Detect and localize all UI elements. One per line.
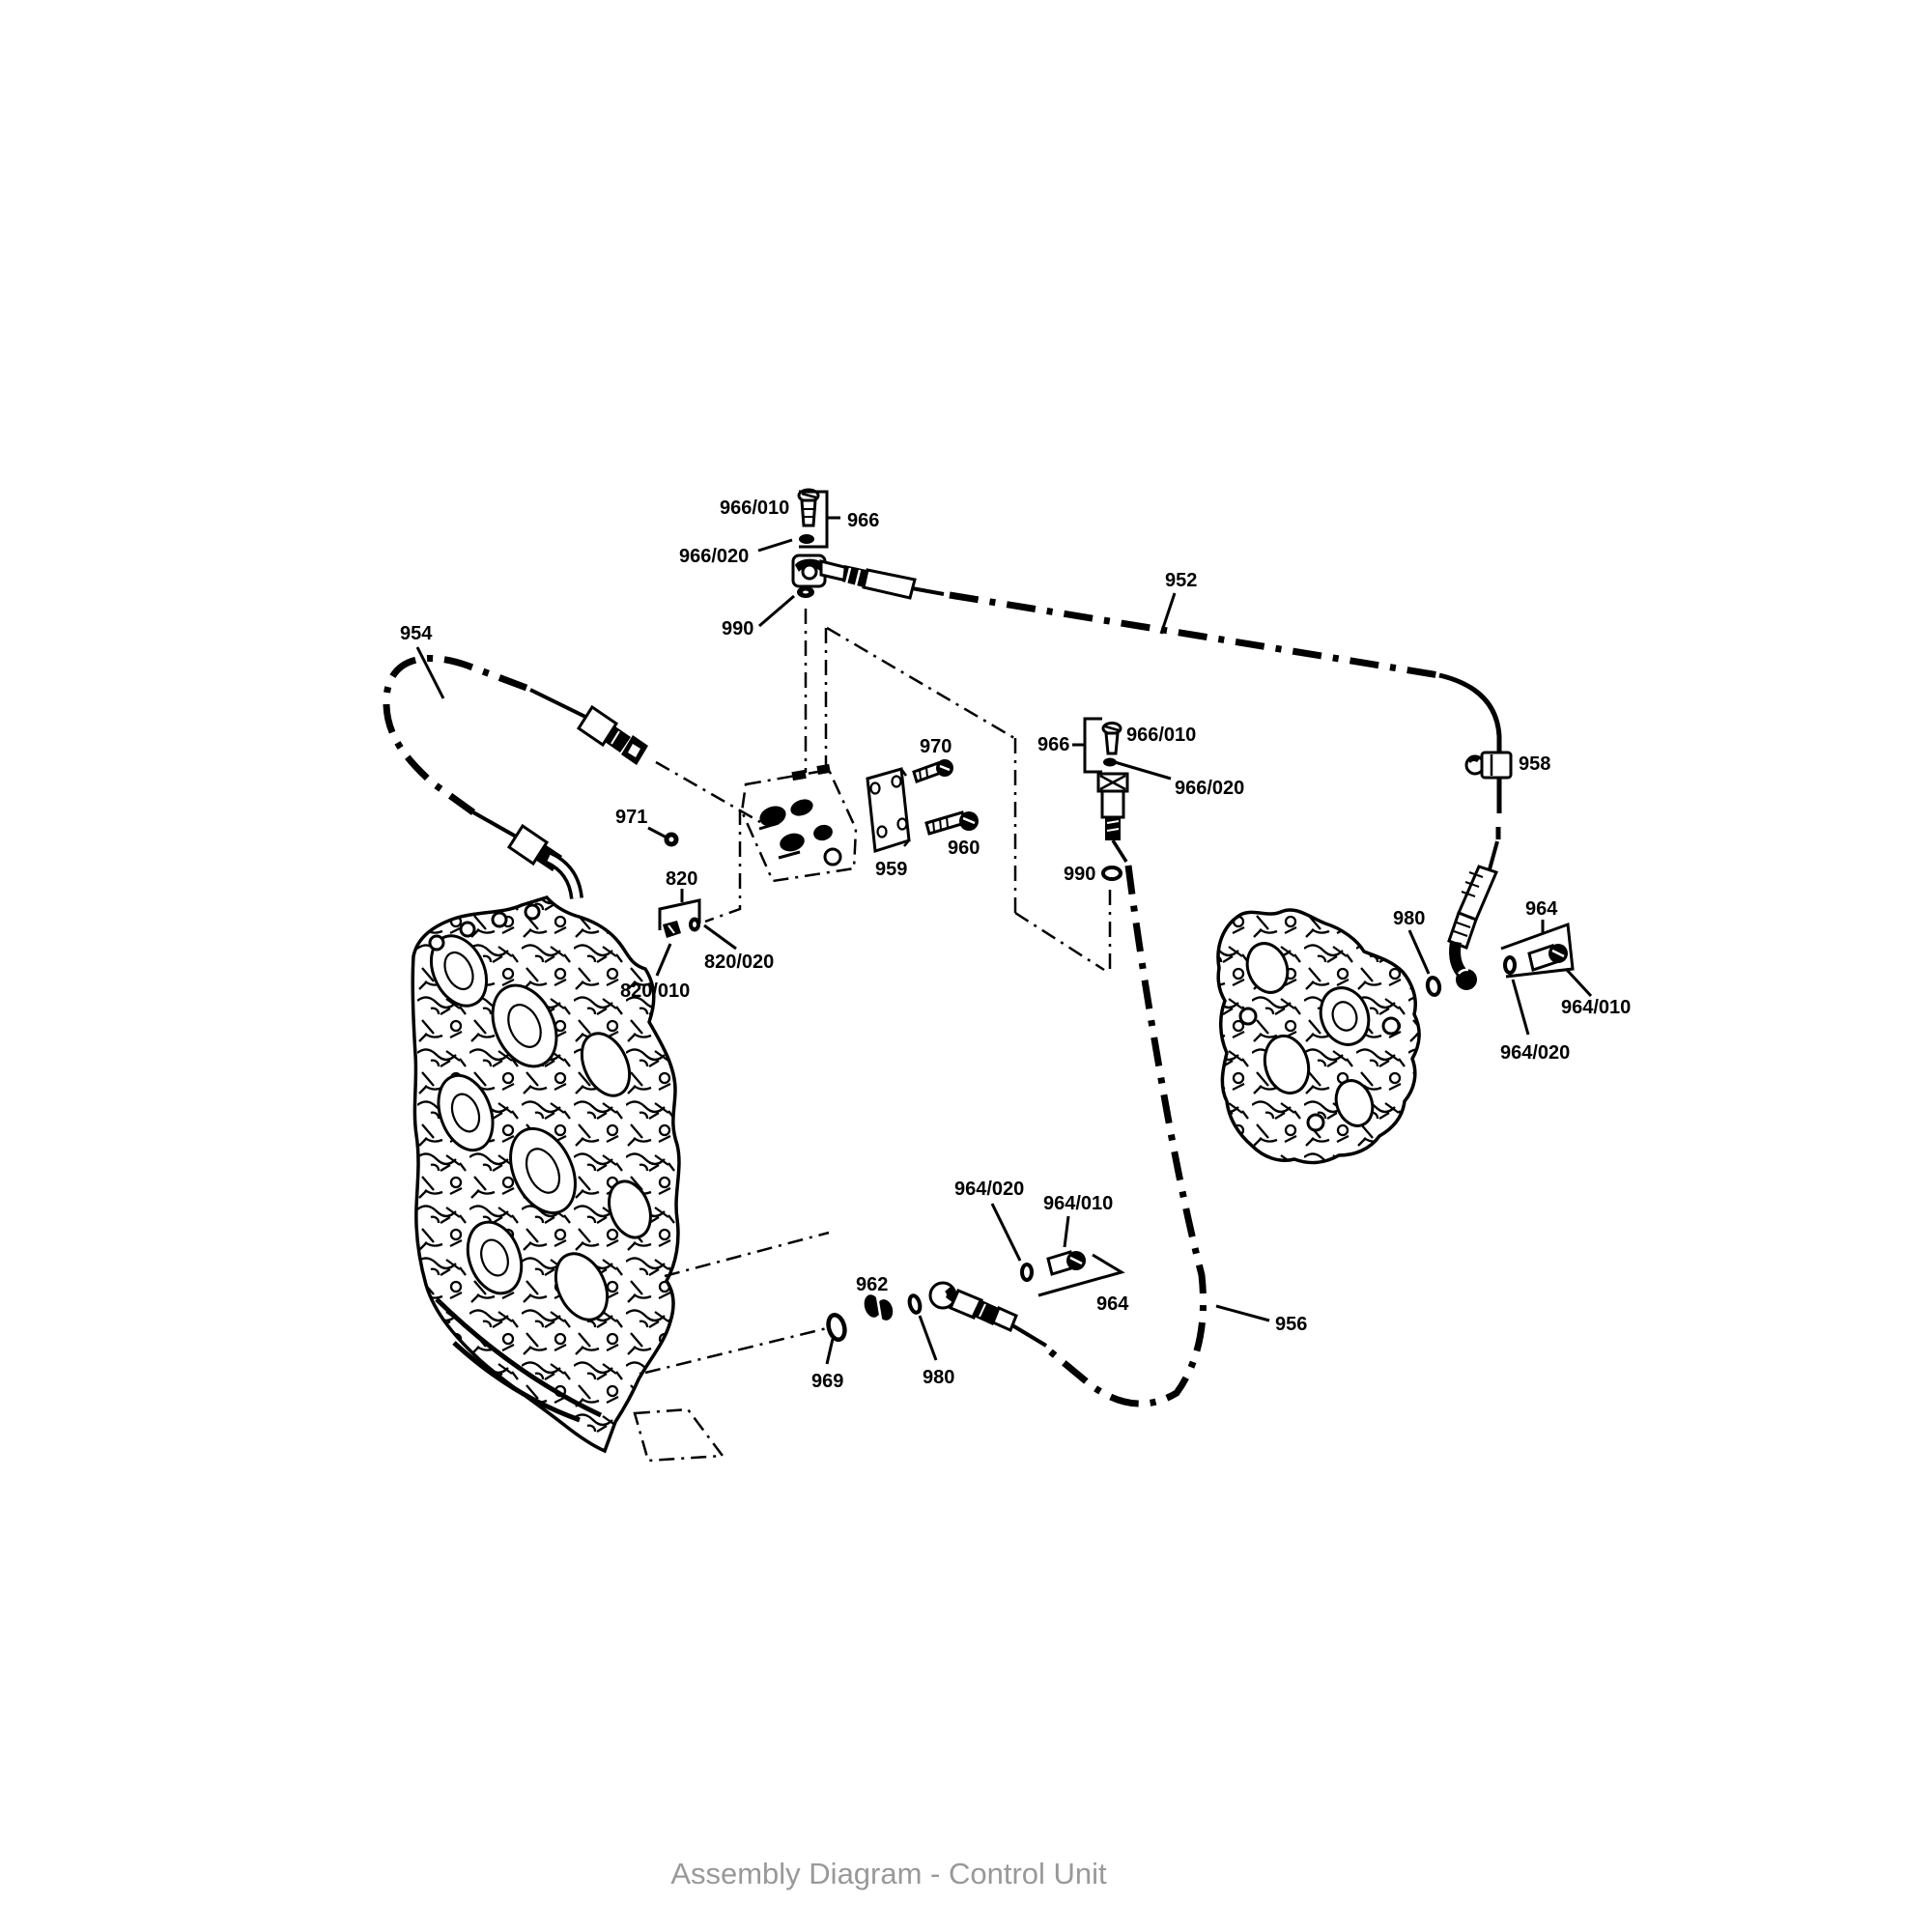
callout-820-010: 820/010 bbox=[620, 980, 690, 1002]
part-990-oring-top bbox=[797, 586, 814, 598]
part-966-010-screw-right bbox=[1101, 722, 1122, 755]
callout-990-top: 990 bbox=[722, 618, 753, 639]
callout-980-right: 980 bbox=[1393, 908, 1425, 929]
callout-962: 962 bbox=[856, 1274, 888, 1295]
callout-966-020-right: 966/020 bbox=[1175, 778, 1244, 799]
callout-964-010-right: 964/010 bbox=[1561, 997, 1631, 1018]
part-970-screw bbox=[912, 759, 953, 783]
part-954-upper-fitting bbox=[576, 704, 648, 765]
callout-966-right: 966 bbox=[1037, 734, 1069, 755]
part-964-010-bolt-bottom bbox=[1046, 1250, 1086, 1276]
left-housing-bosses bbox=[428, 903, 652, 1423]
part-966-020-oring-right bbox=[1103, 757, 1117, 767]
callout-966-010-top: 966/010 bbox=[720, 497, 789, 519]
left-housing bbox=[411, 895, 725, 1463]
part-966-020-oring-top bbox=[799, 534, 814, 544]
leader-lines bbox=[415, 538, 1593, 1365]
part-980-washer-bottom bbox=[907, 1293, 923, 1315]
callout-971: 971 bbox=[615, 807, 647, 828]
callout-964-010-bottom: 964/010 bbox=[1043, 1193, 1113, 1214]
part-954-lower-fitting bbox=[506, 823, 583, 900]
callout-969: 969 bbox=[811, 1371, 843, 1392]
left-housing-bottom-plate bbox=[633, 1407, 725, 1463]
right-housing bbox=[1216, 908, 1421, 1165]
part-990-oring-right bbox=[1101, 866, 1122, 881]
part-958-hose-end bbox=[1447, 865, 1499, 990]
part-960-screw bbox=[924, 810, 979, 836]
part-958-clamp bbox=[1464, 751, 1513, 780]
callout-964-020-bottom: 964/020 bbox=[954, 1179, 1024, 1200]
callout-966-020-top: 966/020 bbox=[679, 546, 749, 567]
callout-970: 970 bbox=[920, 736, 952, 757]
diagram-title: Assembly Diagram - Control Unit bbox=[670, 1857, 1107, 1890]
part-959-plate bbox=[866, 767, 911, 853]
part-966-010-screw-top bbox=[797, 488, 820, 527]
hose-952 bbox=[949, 591, 1440, 679]
part-820-010-nut bbox=[663, 921, 681, 938]
callout-labels: 966/010 966 966/020 990 952 954 970 966 … bbox=[400, 497, 1631, 1392]
part-969-oring bbox=[826, 1313, 847, 1342]
part-820-020-washer bbox=[689, 917, 700, 932]
group-brackets bbox=[658, 490, 1102, 930]
projection-lines bbox=[644, 609, 1112, 1375]
callout-980-bottom: 980 bbox=[923, 1367, 954, 1388]
callout-966-top: 966 bbox=[847, 510, 879, 531]
part-valve-block bbox=[740, 763, 858, 883]
callout-990-right: 990 bbox=[1064, 864, 1095, 885]
callout-958: 958 bbox=[1519, 753, 1550, 775]
right-housing-bosses bbox=[1238, 942, 1401, 1132]
part-962-bushing bbox=[864, 1294, 894, 1321]
part-964-kit-right bbox=[1500, 922, 1575, 979]
callout-960: 960 bbox=[948, 838, 980, 859]
part-964-010-bolt-right bbox=[1527, 944, 1568, 972]
part-952-cylinder bbox=[791, 554, 945, 600]
part-980-oring-right bbox=[1425, 976, 1442, 997]
callout-820-020: 820/020 bbox=[704, 952, 774, 973]
part-956-bottom-fitting bbox=[928, 1281, 1048, 1348]
callout-964-bottom: 964 bbox=[1096, 1293, 1129, 1315]
part-964-020-washer-right bbox=[1503, 955, 1517, 975]
callout-964-020-right: 964/020 bbox=[1500, 1042, 1570, 1064]
callout-952: 952 bbox=[1165, 570, 1197, 591]
hoses bbox=[383, 591, 1502, 1407]
callout-959: 959 bbox=[875, 859, 907, 880]
callout-956: 956 bbox=[1275, 1314, 1307, 1335]
part-964-kit-bottom bbox=[1020, 1250, 1125, 1297]
callout-964-right: 964 bbox=[1525, 898, 1558, 920]
callout-820: 820 bbox=[666, 868, 697, 890]
part-964-020-washer-bottom bbox=[1020, 1263, 1034, 1282]
hose-954 bbox=[383, 654, 528, 815]
part-971-nut bbox=[664, 832, 679, 847]
callout-954: 954 bbox=[400, 623, 433, 644]
callout-966-010-right: 966/010 bbox=[1126, 724, 1196, 746]
part-956-top-fitting bbox=[1096, 772, 1129, 863]
hose-956 bbox=[1046, 865, 1207, 1407]
